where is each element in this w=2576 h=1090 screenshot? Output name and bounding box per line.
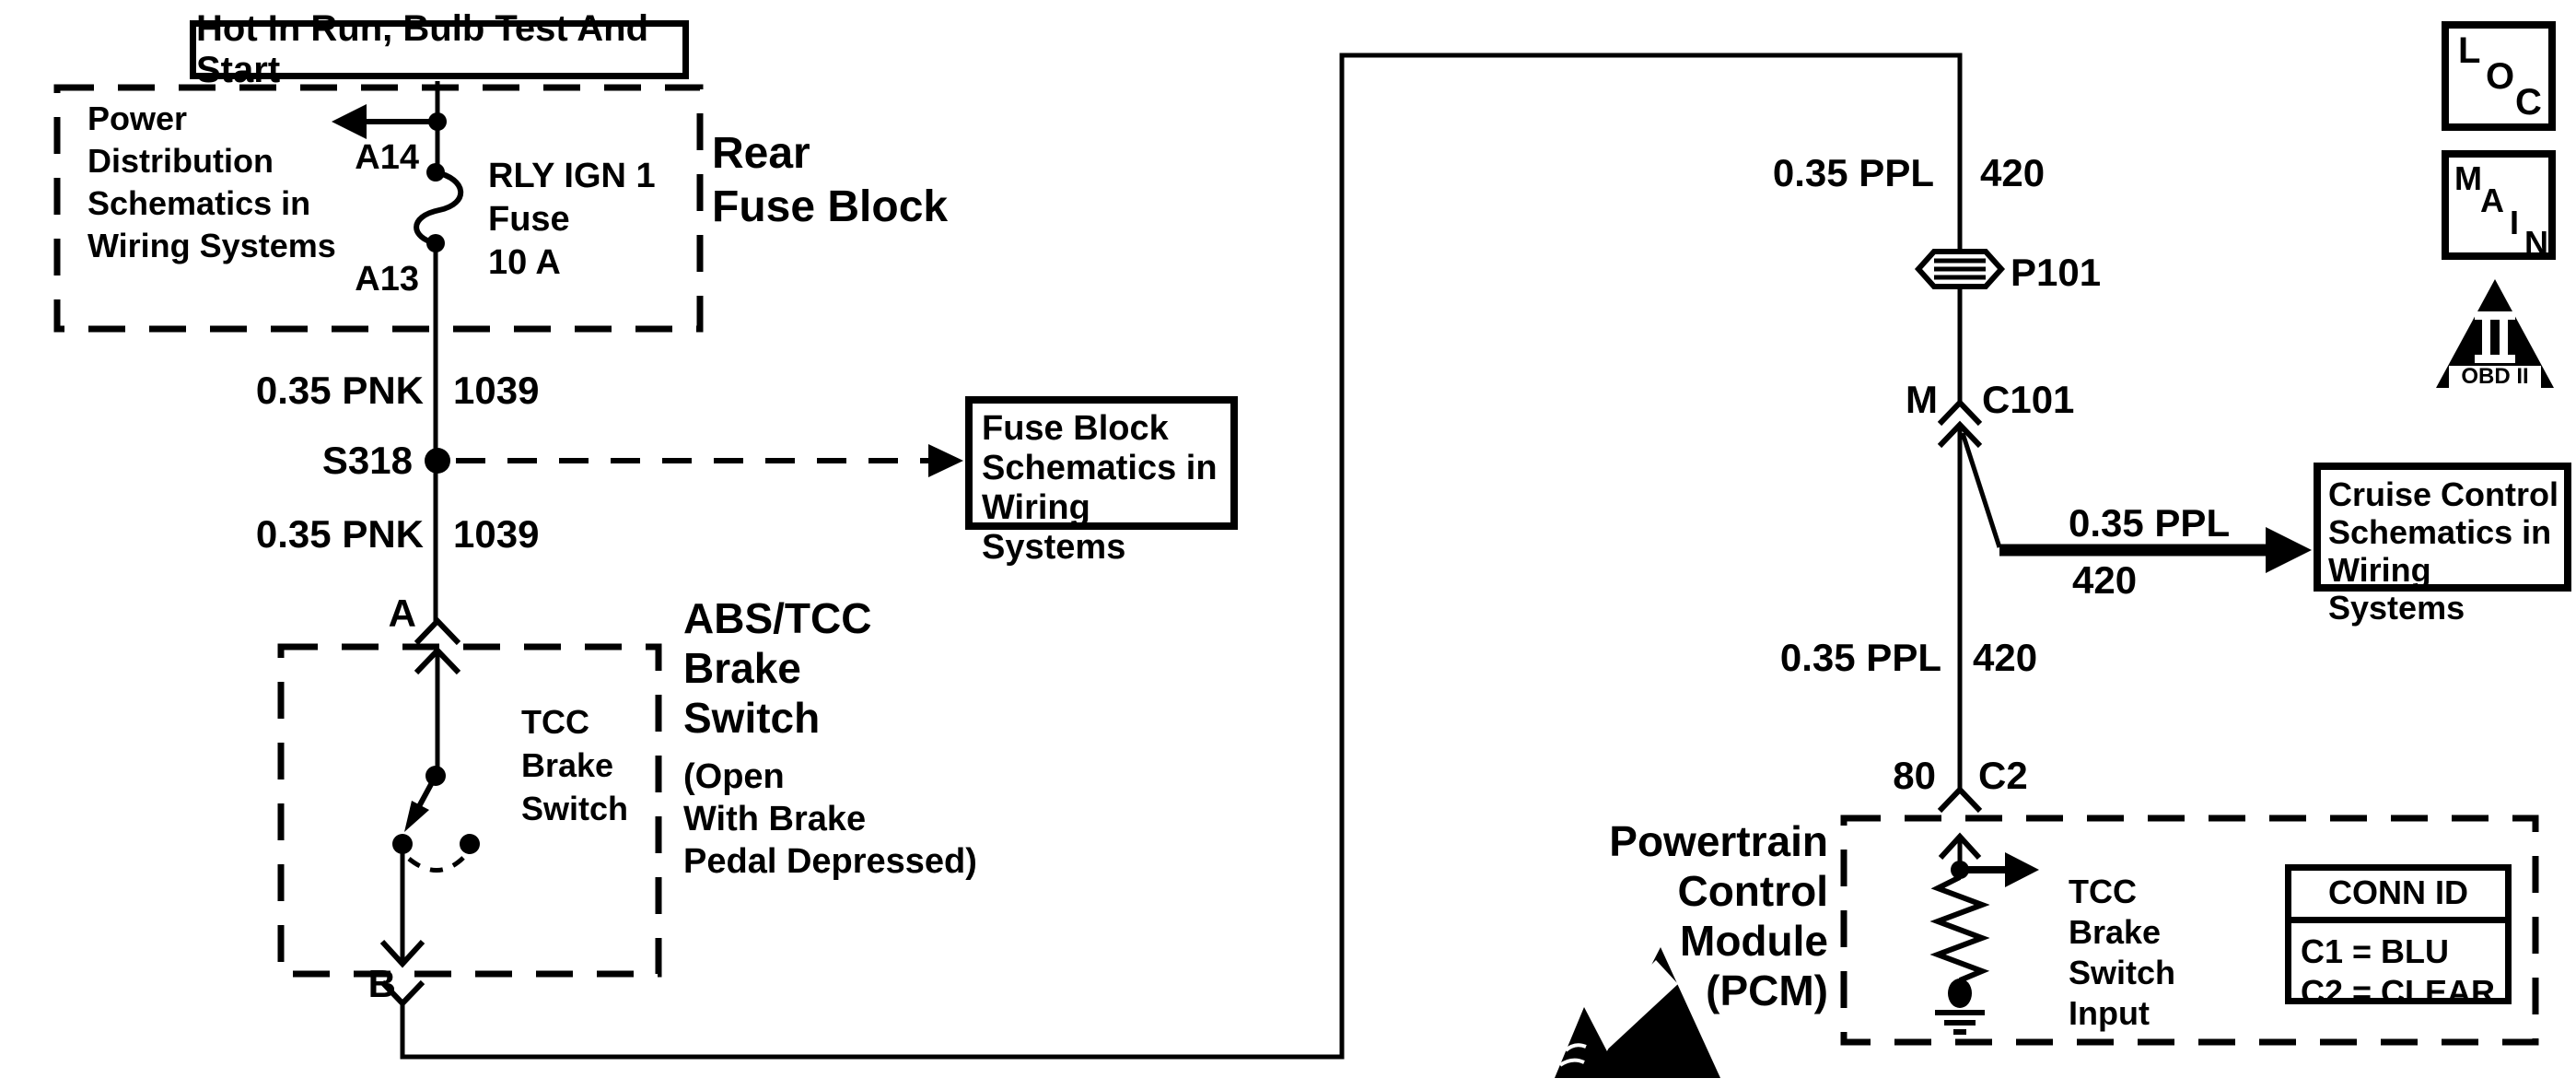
pcm-title-line: Control <box>1677 867 1828 915</box>
pcm-input-circuit-icon <box>1929 832 2039 1035</box>
conn-id-header: CONN ID <box>2291 871 2505 923</box>
conn-id-row-c1: C1 = BLU <box>2301 932 2450 970</box>
pcm-dashed-box <box>1840 815 2539 1046</box>
abs-tcc-note: (Open With Brake Pedal Depressed) <box>683 756 977 883</box>
pcm-input-line: Brake <box>2069 913 2162 951</box>
hot-feed-banner: Hot In Run, Bulb Test And Start <box>190 8 689 90</box>
wire-color-ppl-lower: 0.35 PPL <box>1779 636 1941 679</box>
inline-connector-p101-icon <box>1914 249 2006 289</box>
ground-icon <box>1935 1010 1985 1035</box>
fuse-name-line: Fuse <box>488 200 570 239</box>
conn-id-table: CONN ID C1 = BLU C2 = CLEAR <box>2285 864 2512 1011</box>
loc-badge: L O C <box>2442 21 2556 131</box>
power-dist-reference: Power Distribution Schematics in Wiring … <box>87 98 336 267</box>
wire-circuit-1039-upper: 1039 <box>453 369 540 412</box>
pcm-title: Powertrain Control Module (PCM) <box>1556 816 1828 1015</box>
connector-c2-label: C2 <box>1978 754 2028 797</box>
main-letter: M <box>2454 159 2482 197</box>
loc-letter: C <box>2515 82 2542 123</box>
abs-tcc-title-line: Switch <box>683 694 821 742</box>
loc-letter: L <box>2458 30 2481 71</box>
main-letter: I <box>2510 204 2520 241</box>
pcm-title-line: Module <box>1680 917 1828 965</box>
fuse-ref-line: Wiring Systems <box>982 488 1126 567</box>
loc-letter: O <box>2486 56 2515 97</box>
pcm-title-line: (PCM) <box>1706 967 1828 1014</box>
conn-id-row-c2: C2 = CLEAR <box>2301 973 2496 1011</box>
power-dist-line: Power <box>87 100 188 137</box>
splice-s318-dot <box>425 448 450 474</box>
abs-tcc-title-line: ABS/TCC <box>683 594 872 642</box>
wire-color-pnk-upper: 0.35 PNK <box>255 369 424 412</box>
obd2-triangle-icon <box>2436 279 2554 388</box>
wire-circuit-420-top: 420 <box>1980 151 2046 194</box>
cruise-ref-line: Cruise Control <box>2328 475 2559 513</box>
rear-fuse-block-title: Rear Fuse Block <box>712 127 948 234</box>
pin-a13-label: A13 <box>355 260 419 299</box>
main-letter: N <box>2524 224 2548 262</box>
wire-circuit-1039-lower: 1039 <box>453 512 540 556</box>
main-badge: M A I N <box>2442 150 2556 262</box>
pcm-input-line: TCC <box>2069 873 2137 910</box>
fuse-rating-line: 10 A <box>488 243 561 282</box>
hot-feed-label: Hot In Run, Bulb Test And Start <box>196 8 649 90</box>
cruise-ref-line: Wiring Systems <box>2328 551 2465 627</box>
splice-s318-label: S318 <box>321 439 413 482</box>
wire-circuit-420-lower: 420 <box>1973 636 2038 679</box>
connector-c2-icon <box>1937 785 1983 814</box>
tcc-switch-line: Switch <box>521 790 629 827</box>
wire-circuit-420-routing <box>400 53 1963 1060</box>
wire-color-ppl-branch: 0.35 PPL <box>2069 501 2231 545</box>
main-letter: A <box>2480 182 2504 219</box>
arrow-to-power-dist-icon <box>332 104 447 139</box>
pin-b-label: B <box>367 962 396 1005</box>
pin-m-label: M <box>1906 378 1938 421</box>
esd-warning-icon <box>1555 947 1720 1078</box>
wire-color-ppl-top: 0.35 PPL <box>1772 151 1934 194</box>
resistor-icon <box>1929 874 1990 983</box>
power-dist-line: Wiring Systems <box>87 227 336 264</box>
pin-a-label: A <box>388 592 416 635</box>
arrow-to-cruise-ref <box>1960 432 2312 573</box>
wire-color-pnk-lower: 0.35 PNK <box>255 512 424 556</box>
power-dist-line: Distribution <box>87 142 274 180</box>
abs-tcc-note-line: With Brake <box>683 800 867 838</box>
abs-tcc-title-line: Brake <box>683 644 801 692</box>
abs-tcc-note-line: (Open <box>683 757 785 796</box>
tcc-brake-switch-icon <box>379 766 480 968</box>
fuse-rly-ign1-label: RLY IGN 1 Fuse 10 A <box>488 155 656 285</box>
fuse-icon <box>414 163 464 252</box>
pcm-input-label: TCC Brake Switch Input <box>2069 872 2175 1034</box>
abs-tcc-note-line: Pedal Depressed) <box>683 842 977 881</box>
pcm-input-line: Input <box>2069 994 2150 1032</box>
rear-fuse-block-line: Fuse Block <box>712 182 949 231</box>
rear-fuse-block-dashed-box <box>53 84 704 333</box>
fuse-ref-line: Fuse Block <box>982 409 1169 448</box>
connector-a-icon <box>414 616 461 675</box>
fuse-block-ref-box: Fuse Block Schematics in Wiring Systems <box>965 396 1238 567</box>
tcc-switch-line: Brake <box>521 746 614 784</box>
pin-a14-label: A14 <box>355 138 419 177</box>
fuse-name-line: RLY IGN 1 <box>488 157 656 195</box>
fuse-ref-line: Schematics in <box>982 449 1218 487</box>
tcc-switch-line: TCC <box>521 703 589 741</box>
power-dist-line: Schematics in <box>87 184 311 222</box>
connector-p101-label: P101 <box>2011 251 2102 294</box>
pcm-title-line: Powertrain <box>1609 817 1828 865</box>
pin-80-label: 80 <box>1893 754 1936 797</box>
wire-ign-feed <box>433 81 440 776</box>
rear-fuse-block-line: Rear <box>712 129 810 178</box>
tcc-switch-label: TCC Brake Switch <box>521 700 628 830</box>
wire-circuit-420-branch: 420 <box>2072 558 2138 602</box>
cruise-control-ref-box: Cruise Control Schematics in Wiring Syst… <box>2314 463 2571 627</box>
obd2-label: OBD II <box>2461 364 2529 389</box>
connector-c101-label: C101 <box>1982 378 2075 421</box>
pcm-input-line: Switch <box>2069 954 2176 991</box>
dashed-arrow-to-fuse-ref <box>456 444 963 477</box>
abs-tcc-title: ABS/TCC Brake Switch <box>683 593 871 743</box>
abs-tcc-switch-dashed-box <box>277 643 662 978</box>
cruise-ref-line: Schematics in <box>2328 513 2552 551</box>
